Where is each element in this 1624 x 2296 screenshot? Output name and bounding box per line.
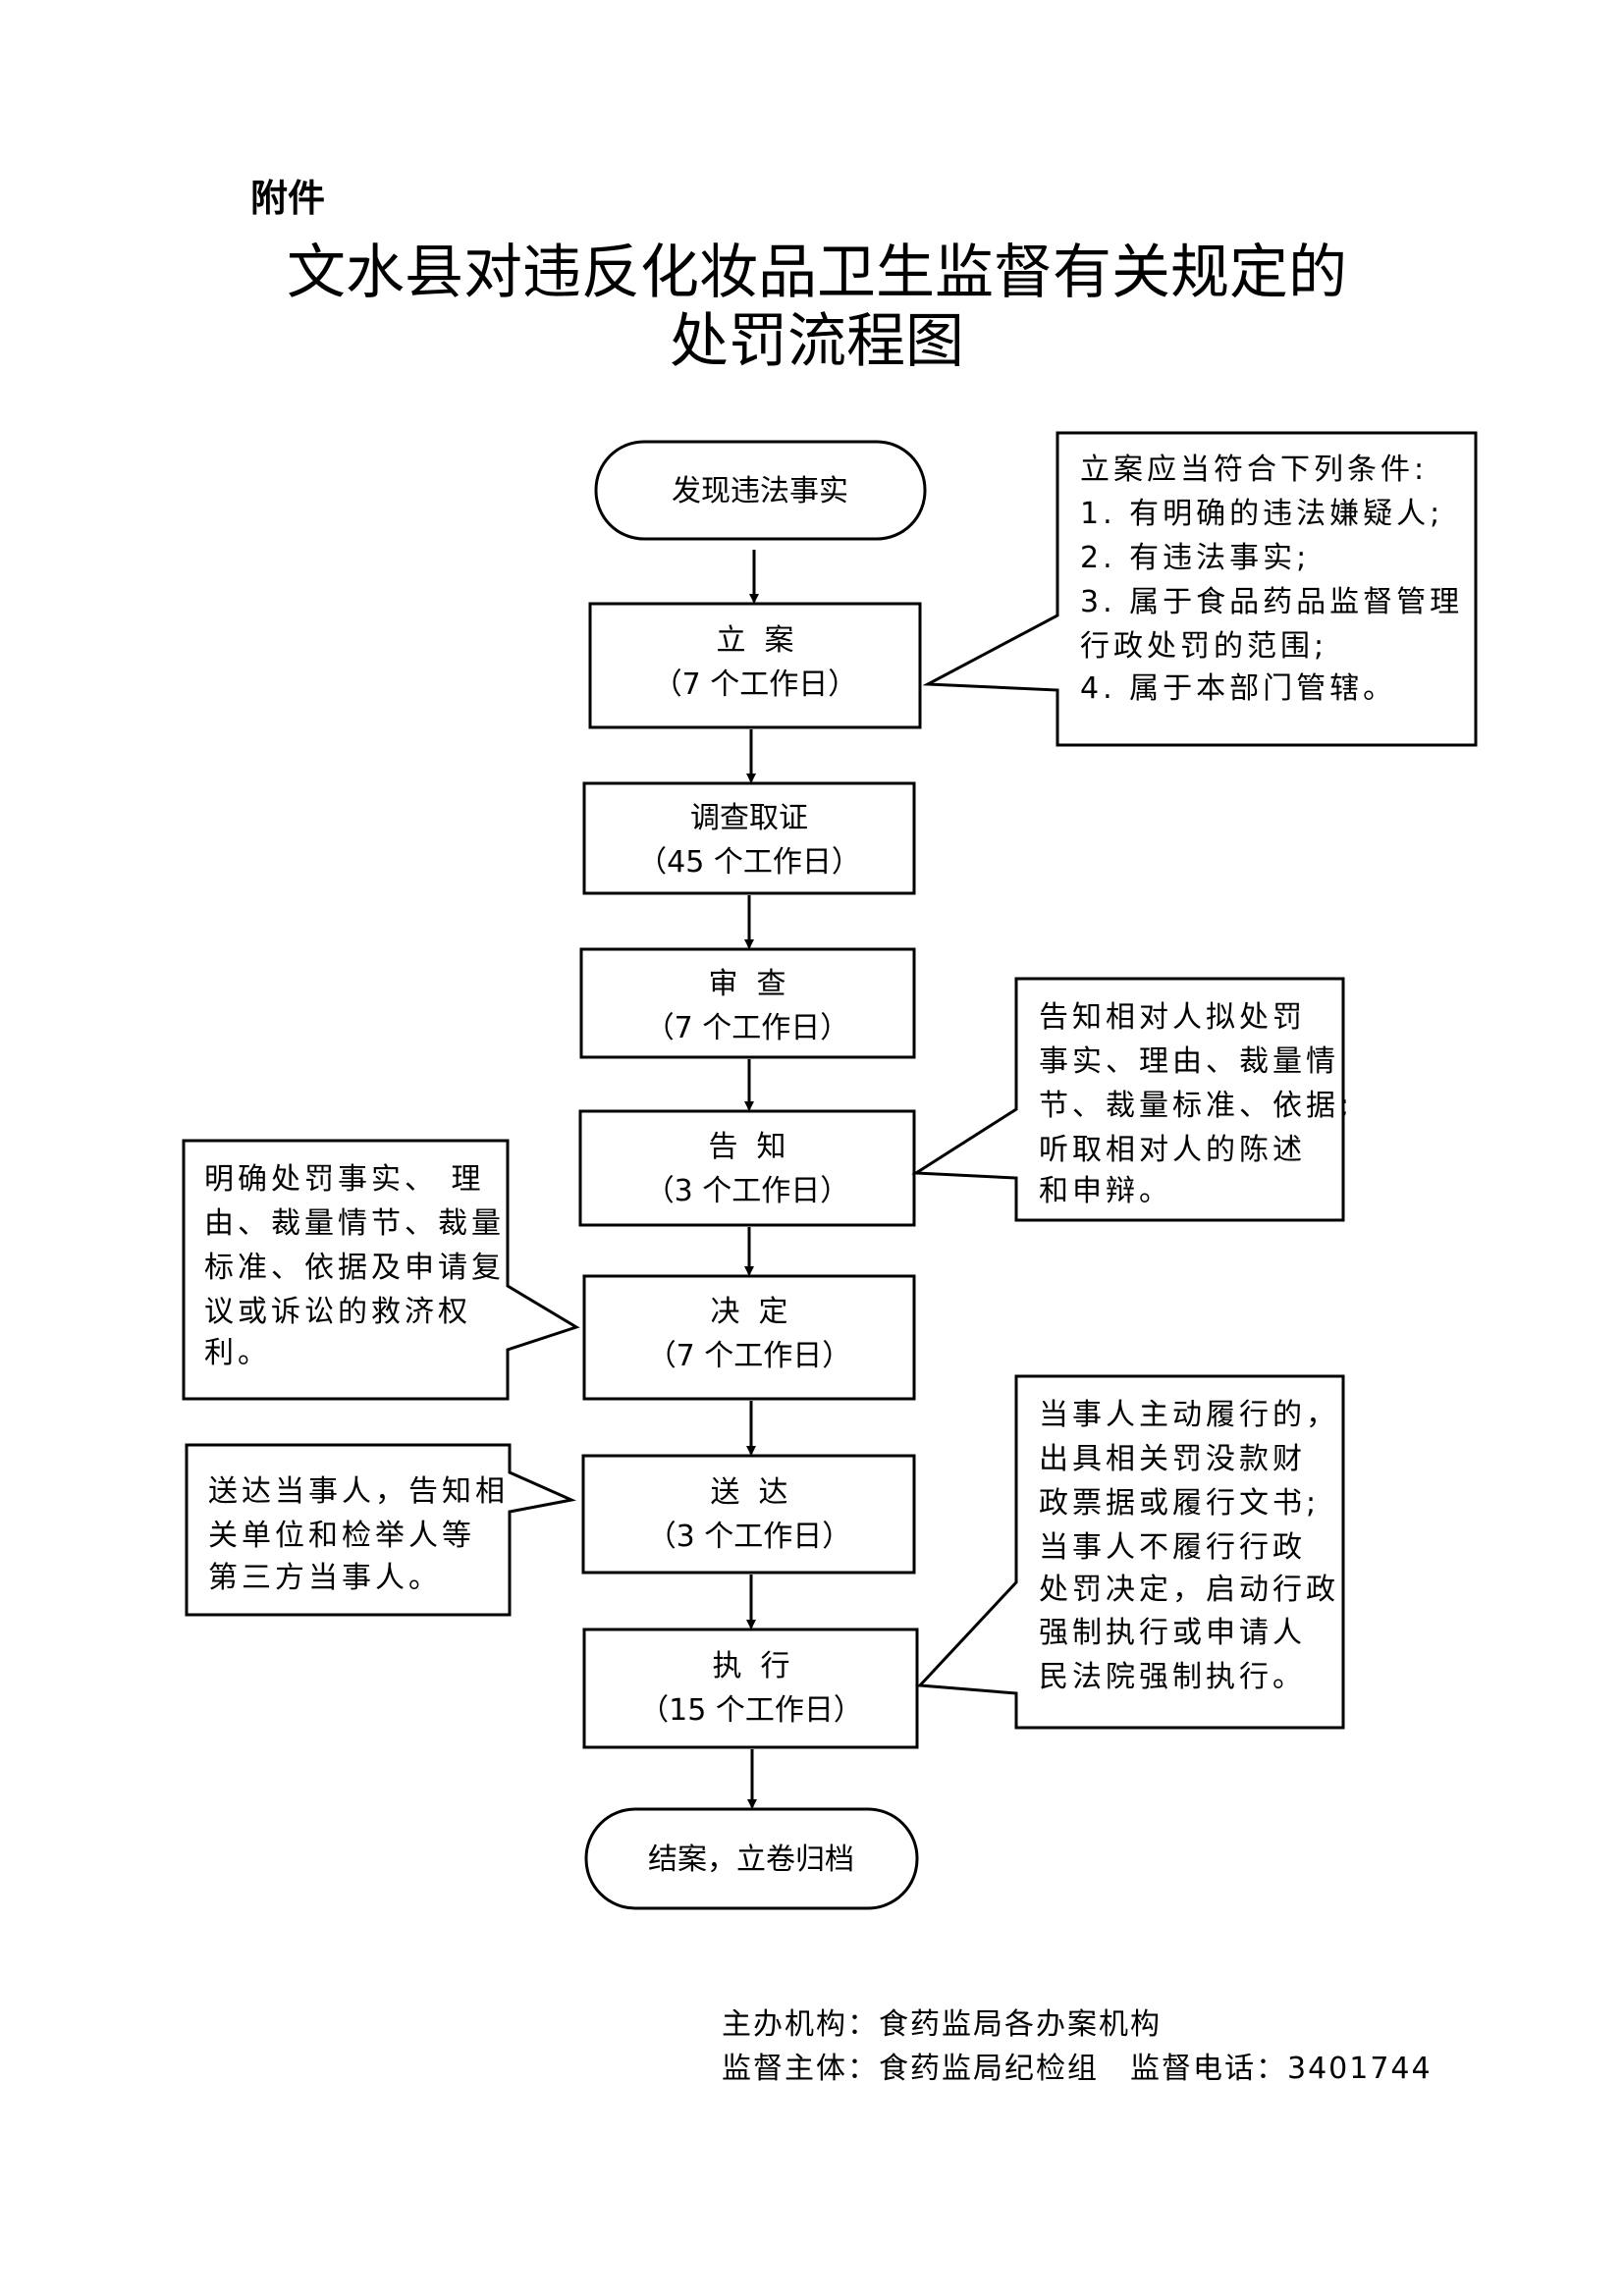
note-line: 议或诉讼的救济权 bbox=[204, 1295, 471, 1329]
footer-supervision: 监督主体：食药监局纪检组 监督电话：3401744 bbox=[722, 2052, 1433, 2086]
start-label: 发现违法事实 bbox=[672, 474, 848, 508]
end-label: 结案，立卷归档 bbox=[648, 1842, 854, 1877]
step-days: （15 个工作日） bbox=[639, 1693, 863, 1728]
step-days: （7 个工作日） bbox=[653, 667, 858, 702]
step-days: （45 个工作日） bbox=[637, 845, 861, 880]
step-name: 立 案 bbox=[716, 623, 793, 658]
note-line: 当事人不履行行政 bbox=[1039, 1530, 1306, 1565]
step-name: 审 查 bbox=[708, 967, 785, 1001]
callout-execution: 当事人主动履行的， 出具相关罚没款财 政票据或履行文书; 当事人不履行行政 处罚… bbox=[916, 1374, 1345, 1730]
footer-host-agency: 主办机构：食药监局各办案机构 bbox=[722, 2007, 1162, 2042]
step-delivery: 送 达 （3 个工作日） bbox=[581, 1454, 916, 1575]
step-execution: 执 行 （15 个工作日） bbox=[582, 1628, 919, 1749]
note-line: 听取相对人的陈述 bbox=[1039, 1133, 1306, 1167]
step-days: （3 个工作日） bbox=[647, 1520, 852, 1554]
page-title-line2: 处罚流程图 bbox=[670, 307, 964, 376]
step-name: 送 达 bbox=[710, 1475, 787, 1510]
note-line: 节、裁量标准、依据; bbox=[1039, 1089, 1353, 1123]
step-investigation: 调查取证 （45 个工作日） bbox=[582, 781, 916, 895]
note-line: 第三方当事人。 bbox=[208, 1561, 442, 1595]
note-line: 3. 属于食品药品监督管理 bbox=[1080, 585, 1463, 619]
note-line: 出具相关罚没款财 bbox=[1039, 1442, 1306, 1476]
note-line: 4. 属于本部门管辖。 bbox=[1080, 671, 1396, 706]
attachment-label: 附件 bbox=[250, 177, 325, 220]
end-node: 结案，立卷归档 bbox=[584, 1807, 919, 1910]
step-days: （3 个工作日） bbox=[645, 1174, 850, 1208]
step-filing: 立 案 （7 个工作日） bbox=[588, 602, 922, 729]
note-line: 强制执行或申请人 bbox=[1039, 1616, 1306, 1650]
note-line: 关单位和检举人等 bbox=[208, 1519, 475, 1553]
note-line: 当事人主动履行的， bbox=[1039, 1398, 1339, 1432]
note-line: 送达当事人，告知相 bbox=[208, 1474, 509, 1509]
step-name: 告 知 bbox=[708, 1130, 785, 1164]
step-name: 执 行 bbox=[712, 1649, 789, 1683]
callout-notify: 告知相对人拟处罚 事实、理由、裁量情 节、裁量标准、依据; 听取相对人的陈述 和… bbox=[911, 977, 1353, 1222]
callout-delivery: 送达当事人，告知相 关单位和检举人等 第三方当事人。 bbox=[185, 1443, 576, 1617]
step-days: （7 个工作日） bbox=[647, 1339, 852, 1373]
step-name: 调查取证 bbox=[690, 801, 808, 835]
note-line: 处罚决定，启动行政 bbox=[1039, 1573, 1339, 1607]
step-name: 决 定 bbox=[710, 1295, 787, 1329]
step-review: 审 查 （7 个工作日） bbox=[579, 947, 916, 1059]
note-line: 立案应当符合下列条件: bbox=[1080, 453, 1428, 487]
start-node: 发现违法事实 bbox=[594, 440, 927, 541]
callout-filing-conditions: 立案应当符合下列条件: 1. 有明确的违法嫌疑人; 2. 有违法事实; 3. 属… bbox=[922, 431, 1478, 747]
note-line: 明确处罚事实、 理 bbox=[204, 1162, 485, 1197]
step-decision: 决 定 （7 个工作日） bbox=[582, 1274, 916, 1401]
note-line: 2. 有违法事实; bbox=[1080, 541, 1310, 575]
note-line: 和申辩。 bbox=[1039, 1174, 1172, 1208]
note-line: 1. 有明确的违法嫌疑人; bbox=[1080, 497, 1443, 531]
step-notify: 告 知 （3 个工作日） bbox=[578, 1109, 916, 1227]
step-days: （7 个工作日） bbox=[645, 1011, 850, 1045]
flow-arrows bbox=[744, 550, 759, 1809]
note-line: 事实、理由、裁量情 bbox=[1039, 1044, 1339, 1079]
note-line: 由、裁量情节、裁量 bbox=[204, 1206, 505, 1241]
note-line: 利。 bbox=[204, 1336, 271, 1370]
note-line: 行政处罚的范围; bbox=[1080, 629, 1327, 664]
note-line: 告知相对人拟处罚 bbox=[1039, 1000, 1306, 1035]
note-line: 标准、依据及申请复 bbox=[204, 1251, 505, 1285]
note-line: 民法院强制执行。 bbox=[1039, 1660, 1306, 1694]
note-line: 政票据或履行文书; bbox=[1039, 1486, 1320, 1521]
callout-decision: 明确处罚事实、 理 由、裁量情节、裁量 标准、依据及申请复 议或诉讼的救济权 利… bbox=[182, 1139, 580, 1401]
page-title-line1: 文水县对违反化妆品卫生监督有关规定的 bbox=[287, 239, 1347, 307]
